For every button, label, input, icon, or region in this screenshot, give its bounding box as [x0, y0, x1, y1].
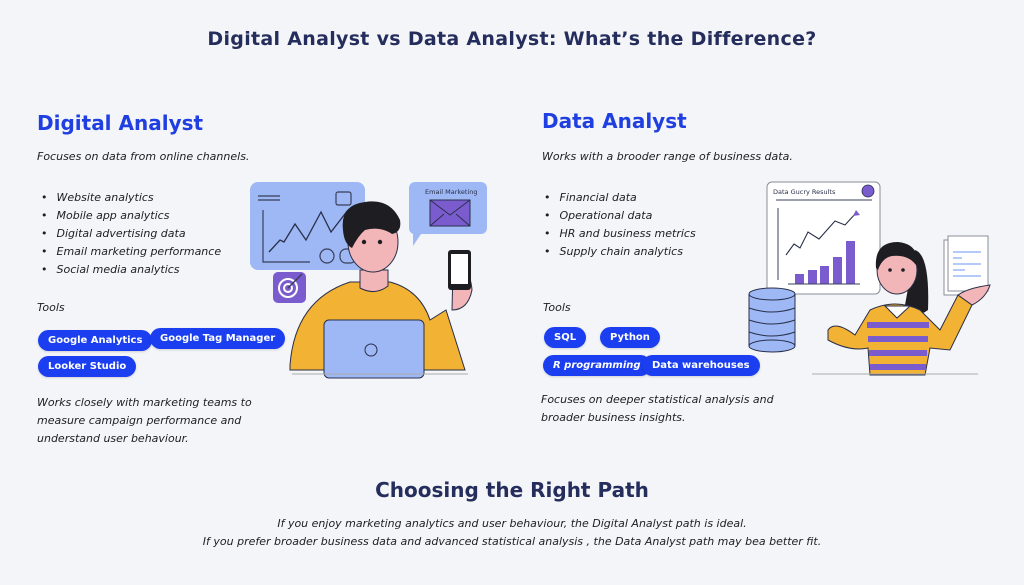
tool-pill-r-programming: R programming [543, 355, 651, 376]
choosing-path-line-2: If you prefer broader business data and … [202, 535, 822, 548]
choosing-path-line-1: If you enjoy marketing analytics and use… [277, 517, 747, 530]
outro-line: broader business insights. [541, 411, 686, 424]
data-analyst-bullets: Financial data Operational data HR and b… [540, 189, 696, 261]
data-analyst-intro: Works with a brooder range of business d… [542, 150, 793, 163]
envelope-icon: Email Marketing [408, 182, 487, 246]
choosing-path-heading: Choosing the Right Path [375, 478, 649, 502]
bullet-item: HR and business metrics [540, 225, 696, 243]
bullet-item: Email marketing performance [37, 243, 222, 261]
outro-line: Focuses on deeper statistical analysis a… [541, 393, 774, 406]
data-tools-label: Tools [543, 301, 571, 314]
tool-pill-python: Python [600, 327, 660, 348]
svg-text:Email Marketing: Email Marketing [425, 188, 478, 196]
bullet-item: Operational data [540, 207, 696, 225]
page-title: Digital Analyst vs Data Analyst: What’s … [207, 28, 817, 50]
heart-photo-icon [335, 191, 352, 206]
data-analyst-heading: Data Analyst [542, 109, 687, 133]
data-analyst-illustration: Data Gucry Results [748, 181, 991, 376]
bullet-item: Website analytics [37, 189, 221, 207]
smartphone-icon [448, 250, 471, 290]
bullet-item: Financial data [540, 189, 696, 207]
trend-arrow-icon [785, 212, 857, 256]
database-icon [748, 287, 796, 353]
user-icon [319, 248, 335, 264]
digital-analyst-intro: Focuses on data from online channels. [37, 150, 250, 163]
outro-line: Works closely with marketing teams to [37, 396, 252, 409]
bar-chart-icon [795, 241, 855, 284]
bullet-item: Digital advertising data [37, 225, 221, 243]
tool-pill-google-tag-manager: Google Tag Manager [150, 328, 286, 349]
digital-analyst-outro: Works closely with marketing teams to me… [37, 394, 252, 448]
bullet-item: Mobile app analytics [37, 207, 221, 225]
digital-analyst-illustration: Email Marketing [250, 182, 487, 379]
tool-pill-looker-studio: Looker Studio [38, 356, 137, 377]
data-analyst-outro: Focuses on deeper statistical analysis a… [541, 391, 774, 427]
outro-line: understand user behaviour. [37, 432, 189, 445]
bullet-item: Supply chain analytics [540, 243, 696, 261]
outro-line: measure campaign performance and [37, 414, 242, 427]
digital-tools-label: Tools [37, 301, 65, 314]
avatar-icon [861, 184, 875, 198]
svg-text:Data Gucry Results: Data Gucry Results [773, 188, 836, 196]
tool-pill-sql: SQL [544, 327, 587, 348]
digital-analyst-heading: Digital Analyst [37, 111, 204, 135]
bullet-item: Social media analytics [37, 261, 221, 279]
digital-analyst-bullets: Website analytics Mobile app analytics D… [37, 189, 222, 279]
tool-pill-google-analytics: Google Analytics [38, 330, 153, 351]
tool-pill-data-warehouses: Data warehouses [642, 355, 760, 376]
laptop-icon [323, 319, 425, 379]
target-icon [273, 272, 306, 303]
